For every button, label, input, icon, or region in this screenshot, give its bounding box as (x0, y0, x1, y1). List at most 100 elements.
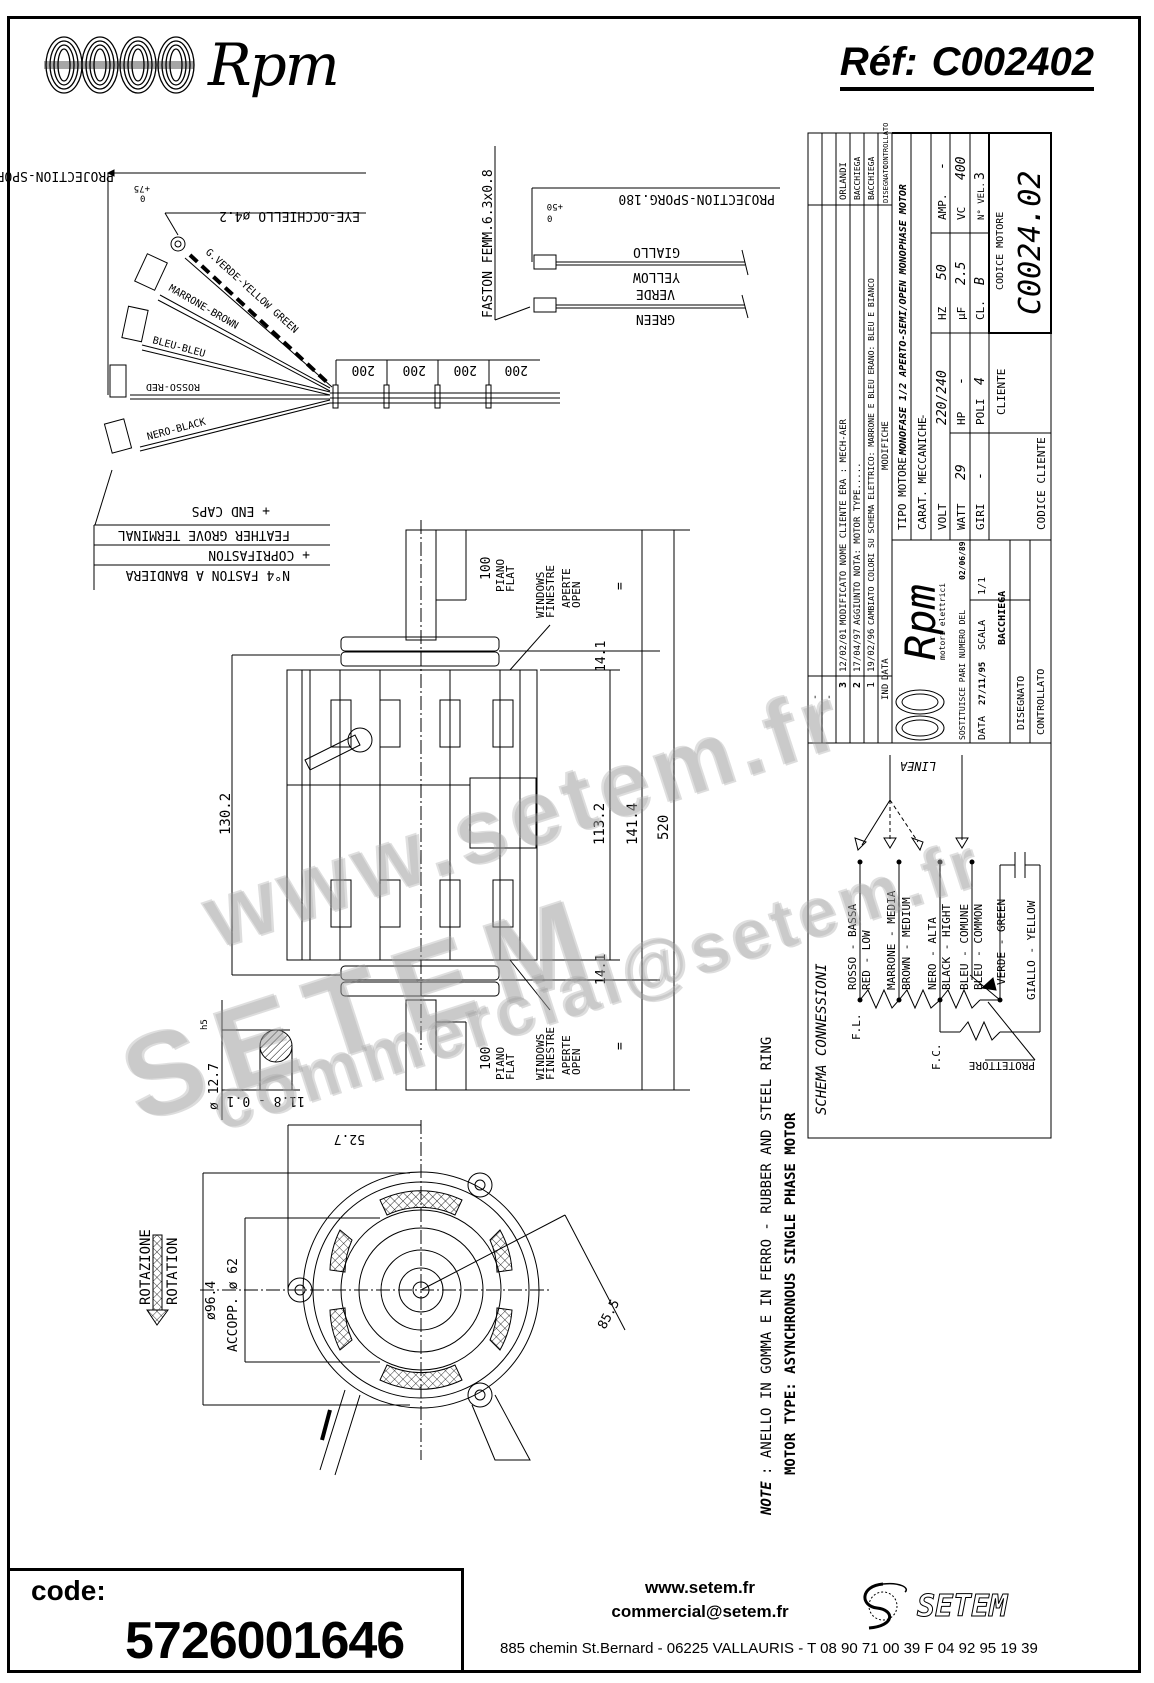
rev-by-2: BACCHIEGA (853, 156, 862, 200)
equal-bottom: = (613, 1042, 628, 1050)
carat-value: - (916, 413, 929, 420)
dim-96-4: ø96.4 (204, 1281, 219, 1320)
disegnato-label: DISEGNATO (1016, 676, 1027, 730)
note-prefix: NOTE (759, 1481, 775, 1516)
rev-ind-1b: 1 (866, 682, 877, 688)
rev-by-1: BACCHIEGA (867, 156, 876, 200)
finestre-label-bottom: FINESTRE (544, 1027, 557, 1080)
wire-label-green: G.VERDE-YELLOW GREEN (203, 247, 300, 336)
fl-label: F.L. (850, 1014, 863, 1041)
rev-header-ind: IND (881, 684, 891, 700)
spec-nvel-label: N° VEL. (977, 182, 987, 220)
dim-130-2: 130.2 (218, 793, 234, 835)
dim-85-5: 85.5 (595, 1297, 623, 1332)
dim-113-2: 113.2 (592, 803, 608, 845)
code-value: 5726001646 (125, 1612, 405, 1670)
rev-desc-2: AGGIUNTO NOTA: MOTOR TYPE..... (853, 462, 863, 625)
schema-title: SCHEMA CONNESSIONI (814, 963, 830, 1115)
rev-date-1: 19/02/96 (867, 629, 877, 672)
note-feather-terminal: FEATHER GROVE TERMINAL (118, 527, 290, 542)
lead-green: GREEN (636, 311, 675, 326)
rev-date-2: 17/04/97 (853, 629, 863, 672)
rev-desc-1: CAMBIATO COLORI SU SCHEMA ELETTRICO: MAR… (867, 278, 876, 625)
eye-label: EYE-OCCHIELLO ø4.2 (219, 208, 360, 223)
schema-wire-common-en: BLEU - COMMON (972, 904, 985, 990)
capacitor-leads (494, 146, 780, 321)
company-brand: Rpm (896, 584, 945, 660)
schema-wire-brown-en: BROWN - MEDIUM (900, 897, 913, 990)
motor-side-view (221, 520, 690, 1120)
spec-volt-label: VOLT (936, 503, 949, 530)
protector-label: PROTETTORE (969, 1059, 1035, 1072)
spacing-1: 200 (352, 362, 375, 377)
brand-name: Rpm (208, 31, 340, 99)
coil-logo-icon (44, 36, 195, 94)
flat-dim-top: 100 (479, 557, 494, 580)
disegnato-value: BACCHIEGA (997, 591, 1008, 645)
spec-hz-label: HZ (936, 306, 949, 320)
dim-141-4: 141.4 (625, 803, 641, 845)
capacitor-labels: FASTON FEMM.6.3x0.8 PROJECTION-SPORG.180… (481, 169, 775, 326)
website-link[interactable]: www.setem.fr (645, 1578, 755, 1597)
data-value: 27/11/95 (978, 662, 988, 705)
projection-main-label: PROJECTION-SPORG.900 (0, 168, 114, 183)
harness-labels: PROJECTION-SPORG.900 +75 0 EYE-OCCHIELLO… (0, 168, 528, 443)
terminal-notes: + END CAPS FEATHER GROVE TERMINAL + COPR… (93, 503, 330, 590)
spec-nvel-value: 3 (973, 172, 988, 180)
rev-header-checked: CONTROLLATO (882, 123, 890, 169)
wire-label-black: NERO-BLACK (146, 417, 207, 443)
spec-poli-label: POLI (974, 399, 987, 426)
note-text: : ANELLO IN GOMMA E IN FERRO - RUBBER AN… (759, 1037, 775, 1475)
open-label-top: OPEN (570, 582, 583, 609)
projection-capacitor-label: PROJECTION-SPORG.180 (618, 191, 775, 206)
dim-52-7: 52.7 (334, 1131, 365, 1146)
scala-label: SCALA (977, 620, 988, 650)
note-faston-bandiera: N°4 FASTON A BANDIERA (125, 567, 290, 582)
lead-giallo: GIALLO (633, 244, 680, 259)
linea-label: LINEA (900, 759, 936, 773)
tipo-motore-label: TIPO MOTORE (896, 457, 909, 530)
tipo-motore-value: MONOFASE 1/2 APERTO-SEMI/OPEN MONOPHASE … (898, 184, 909, 456)
front-view-labels: ROTAZIONE ROTATION ø96.4 ACCOPP. ø 62 52… (138, 1131, 623, 1352)
spec-uf-value: 2.5 (954, 261, 969, 285)
rev-header-desc: MODIFICHE (881, 421, 891, 470)
spec-vc-value: 400 (954, 156, 969, 180)
spec-vc-label: VC (955, 207, 968, 220)
spec-poli-value: 4 (973, 377, 988, 385)
flat-label-it-top: PIANO (494, 559, 507, 592)
note-end-caps: + END CAPS (192, 503, 270, 518)
ref-value: C002402 (931, 40, 1094, 84)
spacing-3: 200 (454, 362, 477, 377)
spec-volt-value: 220/240 (935, 370, 950, 425)
rev-date-3: 12/02/01 (839, 629, 849, 672)
drawing-frame (7, 16, 1141, 1673)
rpm-logo: Rpm (42, 30, 340, 100)
equal-top: = (613, 582, 628, 590)
schema-wire-red-en: RED - LOW (860, 930, 873, 990)
spec-hp-value: - (954, 377, 969, 385)
reference-number: Réf:C002402 (839, 40, 1094, 91)
flat-label-en-bottom: FLAT (504, 1053, 517, 1080)
setem-logo-icon: SETEM (863, 1582, 1009, 1630)
email-link[interactable]: commercial@setem.fr (611, 1602, 789, 1621)
rotation-en: ROTATION (165, 1238, 181, 1305)
motor-type-note: MOTOR TYPE: ASYNCHRONOUS SINGLE PHASE MO… (783, 1112, 799, 1475)
data-label: DATA (977, 716, 988, 740)
schema-wire-green: VERDE - GREEN (995, 899, 1008, 985)
spec-watt-label: WATT (955, 503, 968, 530)
sostituisce-value: 02/06/89 (958, 541, 967, 580)
spec-amp-value: - (935, 162, 950, 170)
projection-main-tol-minus: 0 (140, 195, 145, 205)
spec-amp-label: AMP. (936, 194, 949, 221)
rev-desc-3: MODIFICATO NOME CLIENTE ERA : MECH-AER (839, 419, 849, 625)
scala-value: 1/1 (977, 577, 988, 595)
code-label: code: (31, 1575, 106, 1606)
codice-motore-value: C0024.02 (1013, 171, 1048, 316)
flat-dim-bottom: 100 (479, 1047, 494, 1070)
spec-cl-label: CL. (974, 300, 987, 320)
wire-harness (94, 169, 560, 526)
flat-label-it-bottom: PIANO (494, 1047, 507, 1080)
open-label-bottom: OPEN (570, 1049, 583, 1076)
spacing-2: 200 (403, 362, 426, 377)
rotation-it: ROTAZIONE (138, 1229, 154, 1305)
